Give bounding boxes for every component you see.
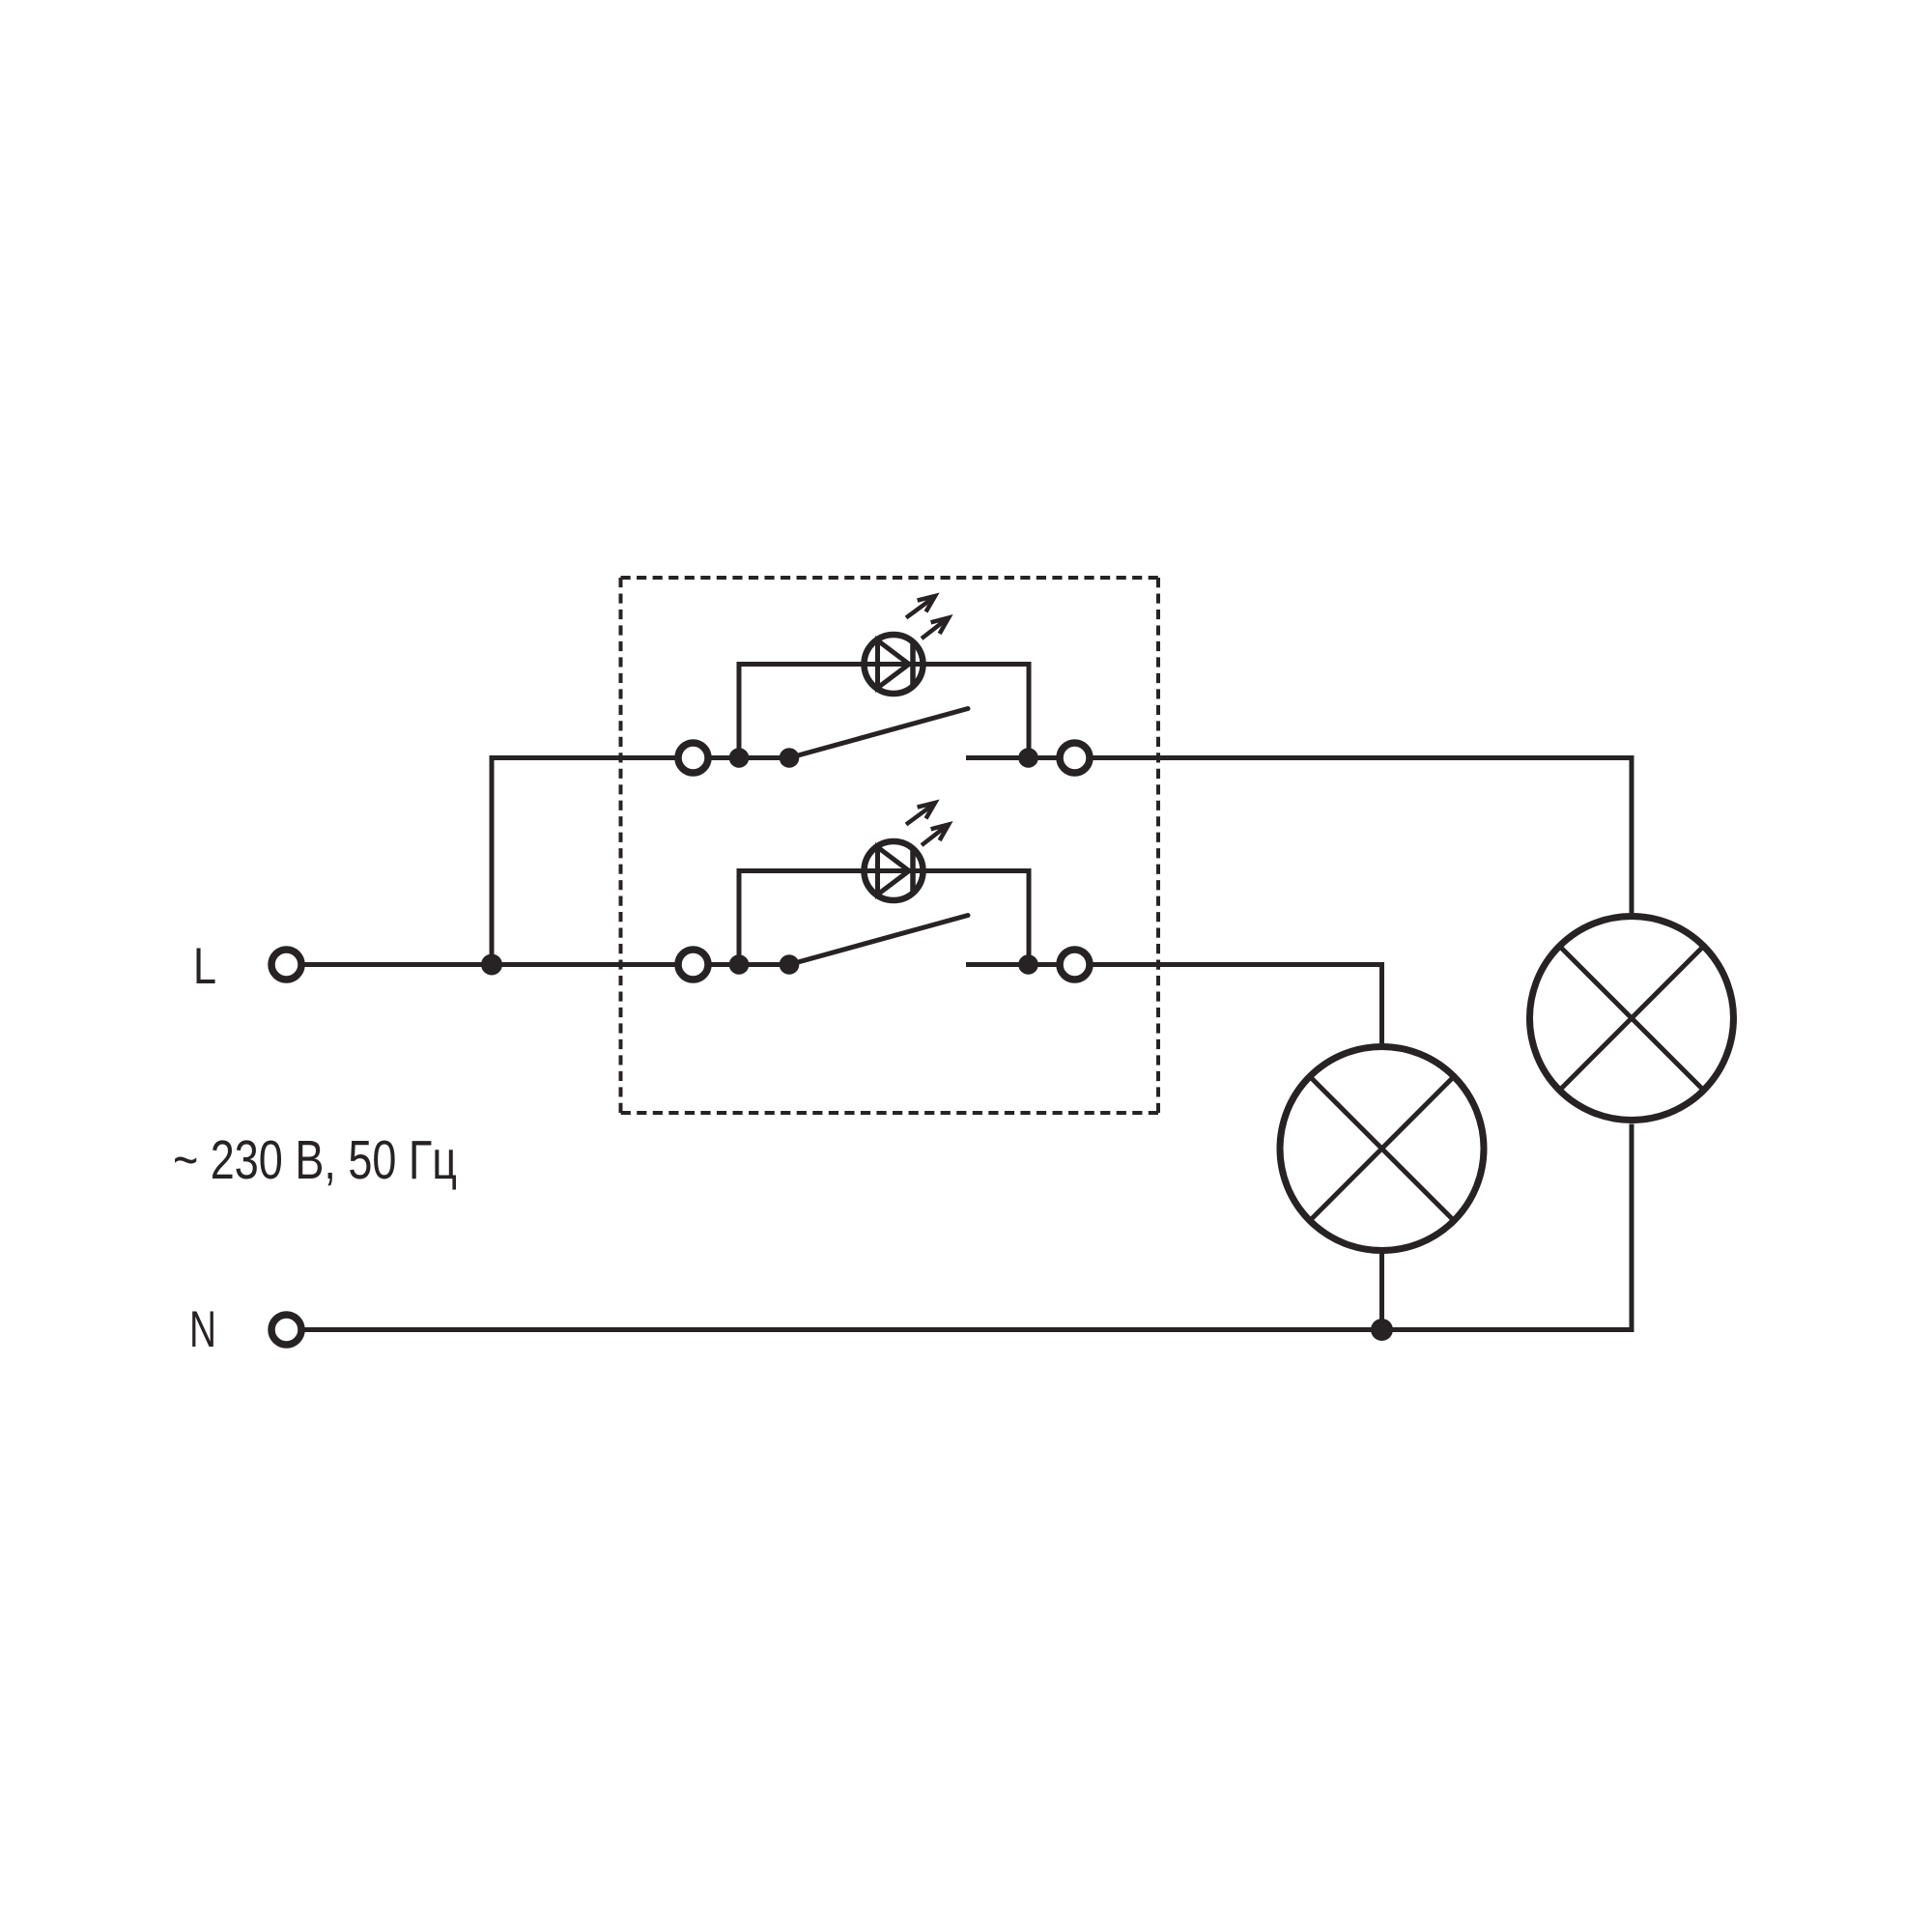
svg-text:N: N xyxy=(189,1301,216,1358)
svg-text:~ 230 В, 50 Гц: ~ 230 В, 50 Гц xyxy=(173,1129,457,1191)
svg-text:L: L xyxy=(193,938,216,995)
